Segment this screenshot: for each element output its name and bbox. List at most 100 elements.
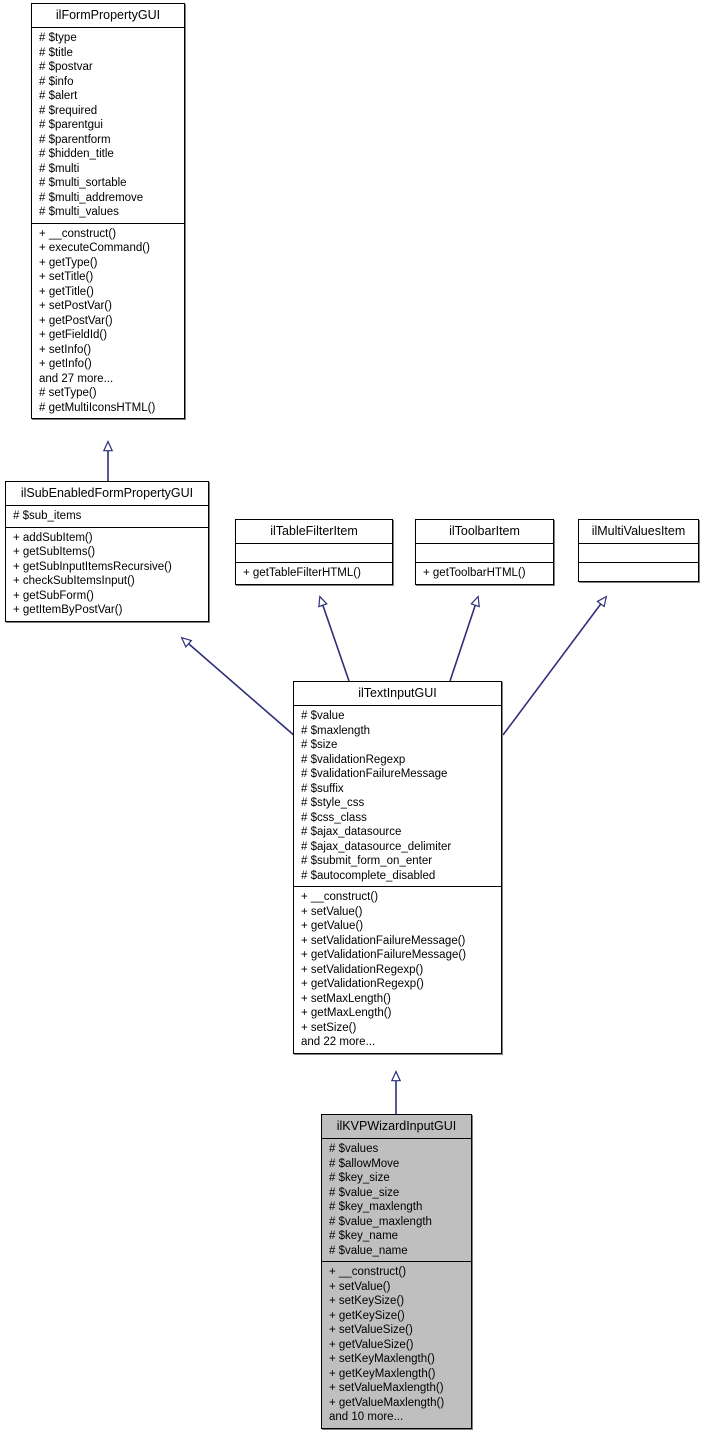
member-row: # $ajax_datasource_delimiter	[301, 840, 452, 853]
method-list: + __construct() + setValue() + setKeySize(…	[322, 1265, 471, 1425]
member-row: + checkSubItemsInput()	[13, 575, 135, 587]
member-row: # $sub_items	[13, 510, 82, 522]
member-row: + setValue()	[329, 1280, 391, 1293]
member-row: + getTableFilterHTML()	[243, 567, 361, 579]
member-row: + executeCommand()	[39, 242, 150, 254]
class-title: ilMultiValuesItem	[579, 520, 698, 544]
methods-compartment: + __construct() + setValue() + setKeySize(…	[322, 1262, 471, 1428]
member-row: + getFieldId()	[39, 329, 108, 341]
member-row: + setValidationFailureMessage()	[301, 934, 466, 947]
attributes-compartment	[416, 544, 553, 563]
member-row: # setType()	[39, 387, 97, 399]
member-row: + __construct()	[329, 1266, 407, 1278]
member-row: + getValue()	[301, 920, 364, 932]
member-row: # $submit_form_on_enter	[301, 855, 433, 867]
member-row: # $autocomplete_disabled	[301, 869, 436, 882]
member-row: # getMultiIconsHTML()	[39, 401, 156, 414]
member-row: # $ajax_datasource	[301, 826, 402, 838]
member-row: # $info	[39, 75, 74, 88]
member-row: + setSize()	[301, 1021, 357, 1034]
class-node-ilkvpwizardinputgui[interactable]: ilKVPWizardInputGUI # $values # $allowMov…	[321, 1114, 472, 1429]
member-row: # $type	[39, 32, 77, 44]
class-title: ilFormPropertyGUI	[32, 4, 184, 28]
methods-compartment: + __construct() + executeCommand() + getTy…	[32, 224, 184, 419]
edge-ilTextInputGUI-to-ilToolbarItem	[449, 597, 478, 682]
attributes-compartment: # $type # $title # $postvar # $info # $alert…	[32, 28, 184, 224]
member-row: + setValueMaxlength()	[329, 1382, 444, 1394]
member-row: # $style_css	[301, 797, 365, 809]
member-row: + setInfo()	[39, 343, 92, 356]
member-row: + getToolbarHTML()	[423, 567, 526, 579]
member-row: + setValidationRegexp()	[301, 963, 424, 976]
member-row: + setValue()	[301, 905, 363, 918]
member-row: + getKeySize()	[329, 1309, 405, 1322]
method-list: + getToolbarHTML()	[416, 566, 553, 581]
method-list: + addSubItem()+ getSubItems()+ getSubInp…	[6, 531, 208, 618]
member-row: + getType()	[39, 256, 98, 269]
methods-compartment	[579, 563, 698, 581]
member-row: + getMaxLength()	[301, 1007, 392, 1019]
class-node-iltextinputgui[interactable]: ilTextInputGUI # $value# $maxlength# $si…	[293, 681, 502, 1054]
class-title: ilKVPWizardInputGUI	[322, 1115, 471, 1139]
member-row: + addSubItem()	[13, 531, 93, 544]
member-row: # $key_maxlength	[329, 1201, 423, 1213]
class-title: ilSubEnabledFormPropertyGUI	[6, 482, 208, 506]
member-row: # $parentgui	[39, 119, 103, 131]
class-node-ilsubenabledformpropertygui[interactable]: ilSubEnabledFormPropertyGUI # $sub_items…	[5, 481, 209, 622]
attribute-list: # $sub_items	[6, 509, 208, 524]
member-row: + getPostVar()	[39, 314, 113, 327]
member-row: # $multi_values	[39, 206, 119, 218]
member-row: # $multi	[39, 162, 80, 175]
member-row: and 10 more...	[329, 1411, 404, 1423]
member-row: # $key_size	[329, 1172, 390, 1184]
member-row: + __construct()	[301, 891, 379, 903]
member-row: + getValueMaxlength()	[329, 1396, 445, 1409]
member-row: + setKeySize()	[329, 1295, 405, 1307]
class-node-ilformpropertygui[interactable]: ilFormPropertyGUI # $type # $title # $post…	[31, 3, 185, 419]
attributes-compartment: # $values # $allowMove # $key_size # $value…	[322, 1139, 471, 1262]
member-row: # $suffix	[301, 782, 344, 795]
class-title: ilToolbarItem	[416, 520, 553, 544]
methods-compartment: + addSubItem()+ getSubItems()+ getSubInp…	[6, 528, 208, 621]
member-row: + setValueSize()	[329, 1324, 413, 1336]
attribute-list: # $value# $maxlength# $size# $validation…	[294, 709, 501, 883]
member-row: and 27 more...	[39, 372, 114, 385]
member-row: # $value	[301, 710, 345, 722]
member-row: # $multi_addremove	[39, 191, 144, 204]
member-row: # $required	[39, 104, 98, 117]
member-row: # $values	[329, 1143, 379, 1155]
member-row: + getKeyMaxlength()	[329, 1367, 436, 1380]
member-row: # $value_size	[329, 1186, 400, 1199]
class-node-iltoolbaritem[interactable]: ilToolbarItem + getToolbarHTML()	[415, 519, 554, 585]
class-title: ilTextInputGUI	[294, 682, 501, 706]
method-list: + __construct() + executeCommand() + getTy…	[32, 227, 184, 416]
member-row: # $parentform	[39, 133, 111, 146]
member-row: # $allowMove	[329, 1157, 400, 1170]
member-row: + setKeyMaxlength()	[329, 1353, 435, 1365]
member-row: + __construct()	[39, 227, 117, 240]
member-row: # $value_name	[329, 1244, 408, 1257]
member-row: + getItemByPostVar()	[13, 604, 123, 616]
attributes-compartment	[579, 544, 698, 563]
methods-compartment: + __construct() + setValue() + getValue() +…	[294, 887, 501, 1053]
member-row: + setTitle()	[39, 271, 94, 283]
class-title: ilTableFilterItem	[236, 520, 392, 544]
edge-ilTextInputGUI-to-ilTableFilterItem	[320, 597, 350, 682]
member-row: # $key_name	[329, 1230, 399, 1242]
edge-ilTextInputGUI-to-ilSubEnabled	[182, 638, 297, 738]
member-row: + getSubInputItemsRecursive()	[13, 560, 172, 573]
member-row: + setPostVar()	[39, 300, 112, 312]
attributes-compartment	[236, 544, 392, 563]
member-row: # $title	[39, 46, 73, 59]
member-row: + getTitle()	[39, 285, 94, 298]
class-node-ilmultivaluesitem[interactable]: ilMultiValuesItem	[578, 519, 699, 582]
member-row: + getValidationRegexp()	[301, 978, 424, 990]
member-row: + setMaxLength()	[301, 992, 391, 1005]
member-row: + getSubForm()	[13, 589, 94, 602]
attributes-compartment: # $sub_items	[6, 506, 208, 528]
member-row: # $postvar	[39, 61, 93, 73]
member-row: # $multi_sortable	[39, 177, 127, 189]
member-row: # $alert	[39, 90, 78, 102]
class-node-iltablefilteritem[interactable]: ilTableFilterItem + getTableFilterHTML()	[235, 519, 393, 585]
